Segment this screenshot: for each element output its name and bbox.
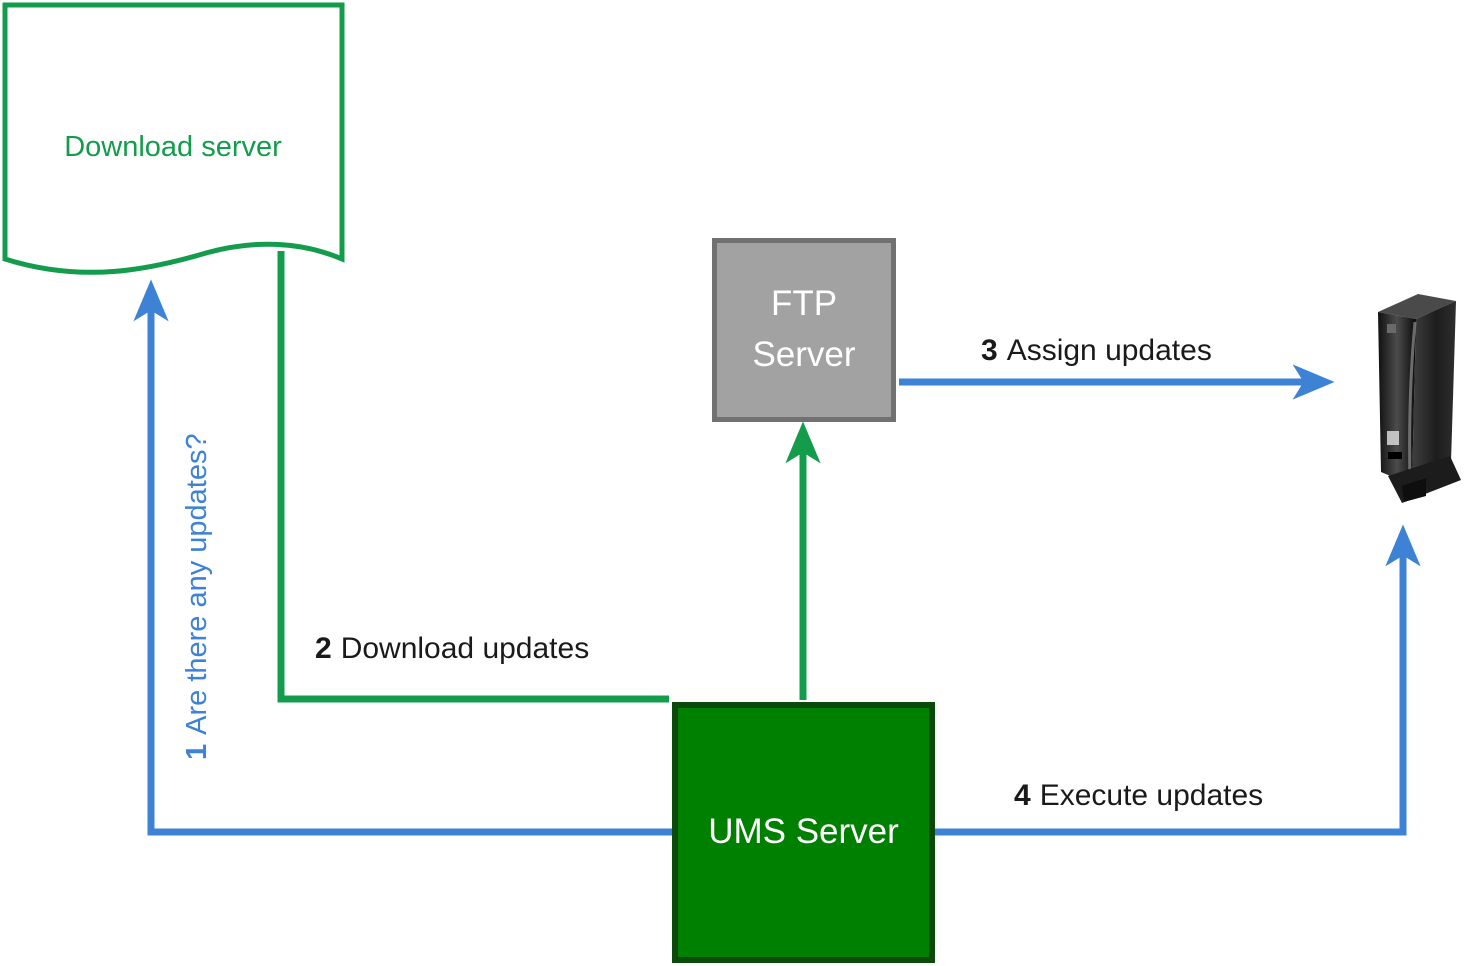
step-1-label: 1 Are there any updates? — [181, 282, 214, 760]
step-1-text: Are there any updates? — [181, 433, 213, 735]
step-3-number: 3 — [981, 334, 998, 367]
connector-execute-updates — [935, 524, 1421, 836]
step-4-number: 4 — [1014, 779, 1031, 812]
download-server-node — [2, 2, 345, 275]
ftp-server-label: FTP Server — [752, 284, 856, 374]
step-1-number: 1 — [181, 743, 213, 760]
connector-query-updates — [133, 279, 672, 836]
connector-download-updates — [277, 251, 669, 703]
ftp-server-node: FTP Server — [712, 238, 896, 422]
thin-client-icon — [1378, 294, 1461, 503]
step-3-text: Assign updates — [1006, 334, 1212, 367]
ums-server-label: UMS Server — [708, 812, 899, 852]
ums-server-node: UMS Server — [672, 702, 935, 963]
download-server-label: Download server — [64, 131, 282, 164]
step-4-text: Execute updates — [1039, 779, 1264, 812]
step-2-number: 2 — [315, 632, 332, 665]
step-2-text: Download updates — [340, 632, 590, 665]
